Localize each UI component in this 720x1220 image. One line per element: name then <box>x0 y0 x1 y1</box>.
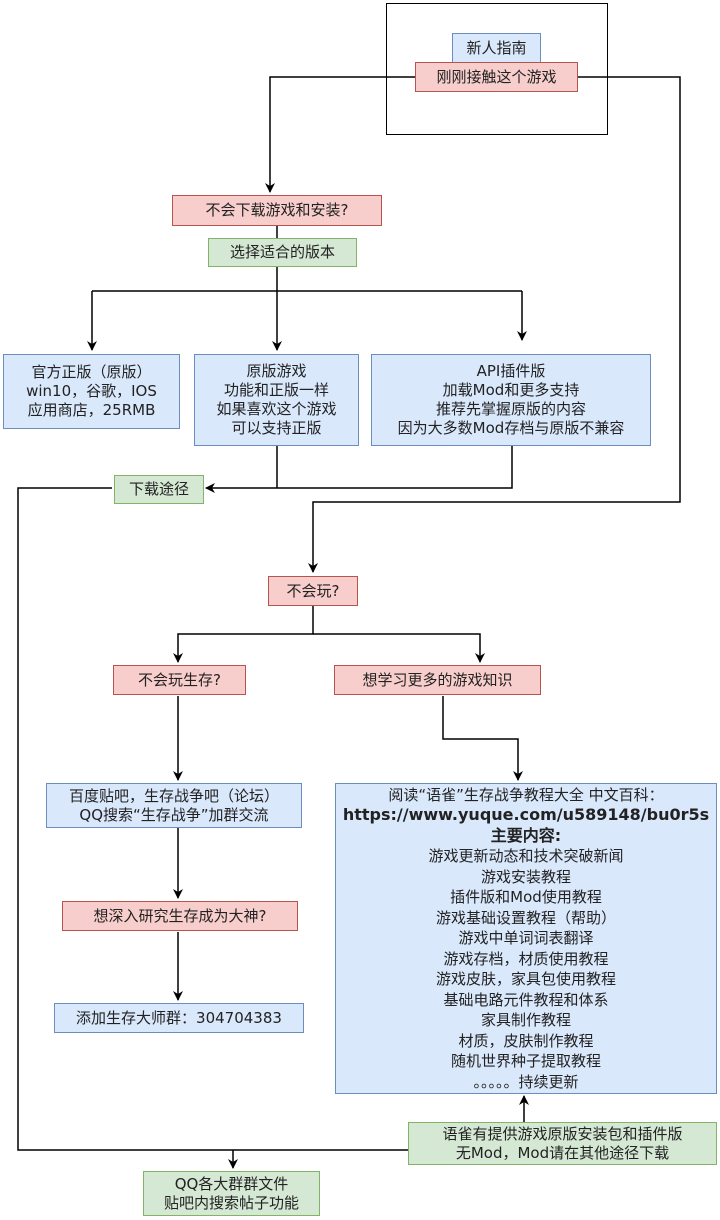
node-learn-more-text: 想学习更多的游戏知识 <box>362 670 513 689</box>
node-yuque-note[interactable]: 语雀有提供游戏原版安装包和插件版 无Mod，Mod请在其他途径下载 <box>408 1122 717 1165</box>
node-official-line-1: 官方正版（原版） <box>31 363 152 381</box>
node-original-line-3: 如果喜欢这个游戏 <box>216 400 337 418</box>
node-api-line-1: API插件版 <box>476 362 546 380</box>
guide-frame <box>386 3 608 135</box>
edge-cant-play-to-learn <box>313 633 485 663</box>
node-master-group-text: 添加生存大师群：304704383 <box>76 1008 282 1027</box>
node-original-line-4: 可以支持正版 <box>231 419 322 437</box>
node-cant-survive-text: 不会玩生存? <box>138 670 221 689</box>
node-qq-files-line-2: 贴吧内搜索帖子功能 <box>163 1193 299 1212</box>
yuque-item: 基础电路元件教程和体系 <box>443 990 609 1009</box>
node-choose-version[interactable]: 选择适合的版本 <box>208 238 357 267</box>
yuque-contents-title: 主要内容: <box>490 825 562 845</box>
node-deep-study[interactable]: 想深入研究生存成为大神? <box>62 901 298 931</box>
node-api-line-3: 推荐先掌握原版的内容 <box>435 400 586 418</box>
edge-start-to-cant-play <box>308 76 681 573</box>
yuque-url-link[interactable]: https://www.yuque.com/u589148/bu0r5s <box>342 805 710 825</box>
node-cant-survive[interactable]: 不会玩生存? <box>113 665 246 695</box>
node-no-install-text: 不会下载游戏和安装? <box>205 201 349 219</box>
yuque-item: 家具制作教程 <box>480 1011 571 1030</box>
guide-title-text: 新人指南 <box>466 38 527 57</box>
node-original-line-2: 功能和正版一样 <box>223 381 329 399</box>
node-cant-play[interactable]: 不会玩? <box>268 576 358 606</box>
yuque-item: 插件版和Mod使用教程 <box>450 888 602 907</box>
yuque-item: 。。。。。持续更新 <box>473 1072 579 1091</box>
yuque-item: 材质，皮肤制作教程 <box>458 1031 594 1050</box>
node-master-group[interactable]: 添加生存大师群：304704383 <box>54 1003 304 1033</box>
guide-title: 新人指南 <box>452 33 541 63</box>
node-start[interactable]: 刚刚接触这个游戏 <box>415 62 578 92</box>
node-yuque[interactable]: 阅读“语雀”生存战争教程大全 中文百科： https://www.yuque.c… <box>335 783 717 1094</box>
node-deep-study-text: 想深入研究生存成为大神? <box>93 906 267 925</box>
node-forum[interactable]: 百度贴吧，生存战争吧（论坛） QQ搜索“生存战争”加群交流 <box>46 783 302 828</box>
node-cant-play-text: 不会玩? <box>286 581 340 600</box>
node-yuque-note-line-2: 无Mod，Mod请在其他途径下载 <box>455 1143 670 1162</box>
node-qq-files-line-1: QQ各大群群文件 <box>174 1174 289 1193</box>
node-api[interactable]: API插件版 加载Mod和更多支持 推荐先掌握原版的内容 因为大多数Mod存档与… <box>371 354 651 446</box>
node-learn-more[interactable]: 想学习更多的游戏知识 <box>334 665 541 695</box>
yuque-item: 随机世界种子提取教程 <box>450 1052 601 1071</box>
node-choose-version-text: 选择适合的版本 <box>229 243 335 261</box>
yuque-item: 游戏更新动态和技术突破新闻 <box>428 847 624 866</box>
yuque-item: 游戏基础设置教程（帮助） <box>435 908 616 927</box>
yuque-item: 游戏存档，材质使用教程 <box>443 949 609 968</box>
node-original[interactable]: 原版游戏 功能和正版一样 如果喜欢这个游戏 可以支持正版 <box>194 354 359 446</box>
edge-start-to-no-install <box>265 76 415 193</box>
node-official[interactable]: 官方正版（原版） win10，谷歌，IOS 应用商店，25RMB <box>3 354 180 429</box>
node-official-line-2: win10，谷歌，IOS <box>26 382 157 400</box>
node-start-text: 刚刚接触这个游戏 <box>436 67 557 86</box>
yuque-item: 游戏中单词词表翻译 <box>458 929 594 948</box>
node-yuque-note-line-1: 语雀有提供游戏原版安装包和插件版 <box>442 1124 683 1143</box>
yuque-item: 游戏安装教程 <box>480 867 571 886</box>
node-official-line-3: 应用商店，25RMB <box>27 401 156 419</box>
node-forum-line-1: 百度贴吧，生存战争吧（论坛） <box>68 786 279 805</box>
yuque-intro: 阅读“语雀”生存战争教程大全 中文百科： <box>388 785 664 804</box>
edge-api-to-download <box>205 446 513 493</box>
node-forum-line-2: QQ搜索“生存战争”加群交流 <box>79 805 269 824</box>
node-original-line-1: 原版游戏 <box>246 362 307 380</box>
edge-cant-play-branch <box>173 606 314 663</box>
node-api-line-2: 加载Mod和更多支持 <box>442 381 580 399</box>
node-download-path[interactable]: 下载途径 <box>114 475 204 504</box>
node-api-line-4: 因为大多数Mod存档与原版不兼容 <box>397 419 625 437</box>
node-download-path-text: 下载途径 <box>128 480 189 498</box>
node-no-install[interactable]: 不会下载游戏和安装? <box>172 195 382 226</box>
node-qq-files[interactable]: QQ各大群群文件 贴吧内搜索帖子功能 <box>143 1171 320 1216</box>
yuque-item: 游戏皮肤，家具包使用教程 <box>435 970 616 989</box>
edge-download-to-qq <box>17 487 408 1151</box>
edge-learn-to-yuque <box>442 696 523 781</box>
